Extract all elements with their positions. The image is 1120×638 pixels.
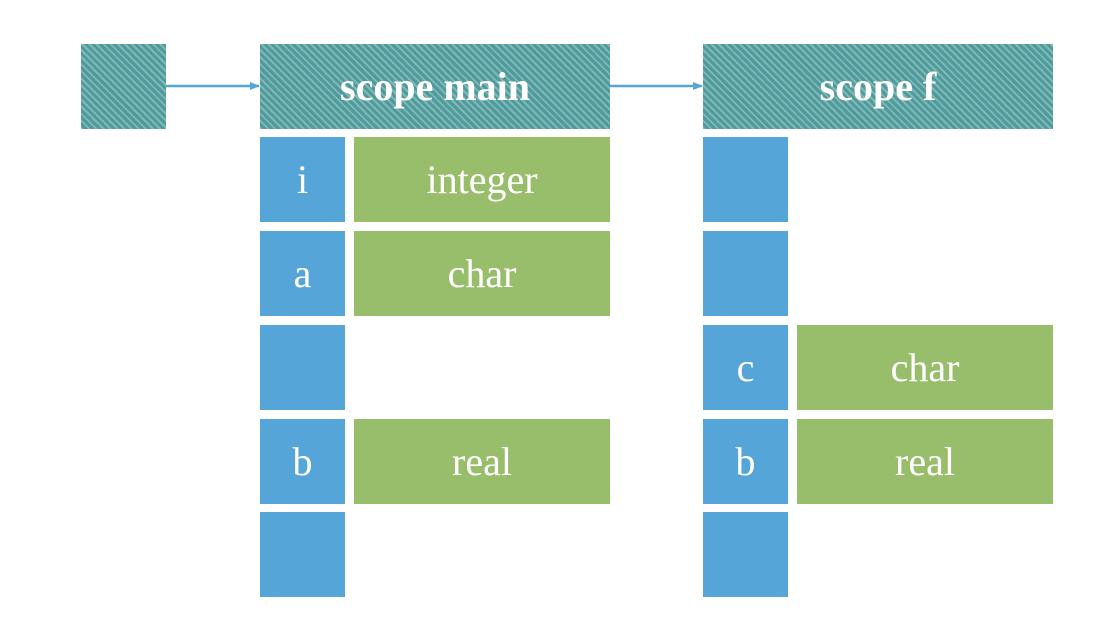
scope-main-type-cell-4: real <box>354 419 610 504</box>
scope-f-name-cell-4: b <box>703 419 788 504</box>
scope-main-type-cell-2: char <box>354 231 610 316</box>
scope-main-name-cell-2: a <box>260 231 345 316</box>
scope-main-name-cell-3 <box>260 325 345 410</box>
scope-main-header: scope main <box>260 44 610 129</box>
scope-main-type-cell-1: integer <box>354 137 610 222</box>
scope-f-name-cell-3: c <box>703 325 788 410</box>
scope-main-name-cell-5 <box>260 512 345 597</box>
scope-f-name-cell-1 <box>703 137 788 222</box>
scope-f-name-cell-2 <box>703 231 788 316</box>
scope-main-name-cell-1: i <box>260 137 345 222</box>
scope-main-name-cell-4: b <box>260 419 345 504</box>
scope-pointer-box <box>81 44 166 129</box>
scope-f-name-cell-5 <box>703 512 788 597</box>
scope-f-header: scope f <box>703 44 1053 129</box>
scope-f-type-cell-3: char <box>797 325 1053 410</box>
scope-f-type-cell-4: real <box>797 419 1053 504</box>
